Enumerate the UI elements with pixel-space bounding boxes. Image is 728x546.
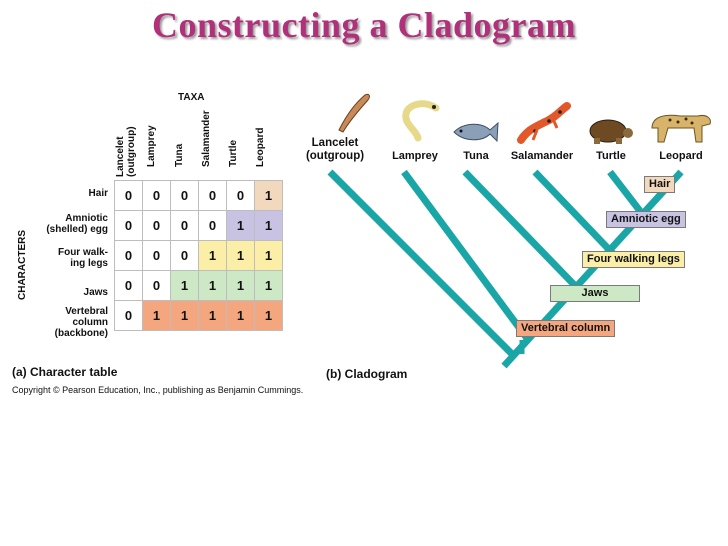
page-title: Constructing a Cladogram [152,5,576,45]
turtle-image [589,119,633,144]
character-jaws: Jaws [83,287,108,298]
cell-vertebral-column-1: 0 [114,300,143,331]
cell-jaws-6: 1 [254,270,283,301]
clado-taxon-salamander: Salamander [510,150,574,162]
cell-vertebral-column-3: 1 [170,300,199,331]
trait-label-jaws: Jaws [550,285,640,302]
trait-label-vertebral-column: Vertebral column [516,320,616,337]
character-amniotic-egg: Amniotic(shelled) egg [46,213,108,235]
cell-jaws-3: 1 [170,270,199,301]
trait-label-four-walking-legs: Four walking legs [582,251,685,268]
cell-amniotic-egg-2: 0 [142,210,171,241]
branch-lancelet [327,169,517,359]
character-hair: Hair [88,188,108,199]
cell-vertebral-column-2: 1 [142,300,171,331]
branch-lamprey [401,169,532,344]
cell-hair-4: 0 [198,180,227,211]
salamander-image [517,102,571,144]
tuna-image [453,121,499,143]
lamprey-image [402,100,440,142]
clado-taxon-lamprey: Lamprey [392,150,438,162]
cladogram-caption: (b) Cladogram [326,367,408,381]
cell-hair-1: 0 [114,180,143,211]
cell-four-walking-legs-4: 1 [198,240,227,271]
branch-tuna [462,169,588,299]
clado-taxon-turtle: Turtle [596,150,626,162]
taxa-heading: TAXA [178,92,205,103]
lancelet-image [338,93,370,133]
cell-jaws-5: 1 [226,270,255,301]
cell-vertebral-column-6: 1 [254,300,283,331]
cell-amniotic-egg-5: 1 [226,210,255,241]
trait-label-amniotic-egg: Amniotic egg [606,211,686,228]
copyright-text: Copyright © Pearson Education, Inc., pub… [12,385,304,395]
character-four-walking-legs: Four walk-ing legs [57,247,108,269]
clado-taxon-leopard: Leopard [659,150,703,162]
cell-amniotic-egg-6: 1 [254,210,283,241]
clado-taxon-lancelet: Lancelet(outgroup) [305,137,365,162]
branch-salamander [532,169,624,265]
trait-label-hair: Hair [644,176,676,193]
cell-four-walking-legs-5: 1 [226,240,255,271]
table-caption: (a) Character table [12,365,118,379]
clado-taxon-tuna: Tuna [463,150,489,162]
cell-vertebral-column-5: 1 [226,300,255,331]
leopard-image [651,114,711,143]
cell-hair-5: 0 [226,180,255,211]
cell-vertebral-column-4: 1 [198,300,227,331]
cell-hair-2: 0 [142,180,171,211]
cell-four-walking-legs-3: 0 [170,240,199,271]
